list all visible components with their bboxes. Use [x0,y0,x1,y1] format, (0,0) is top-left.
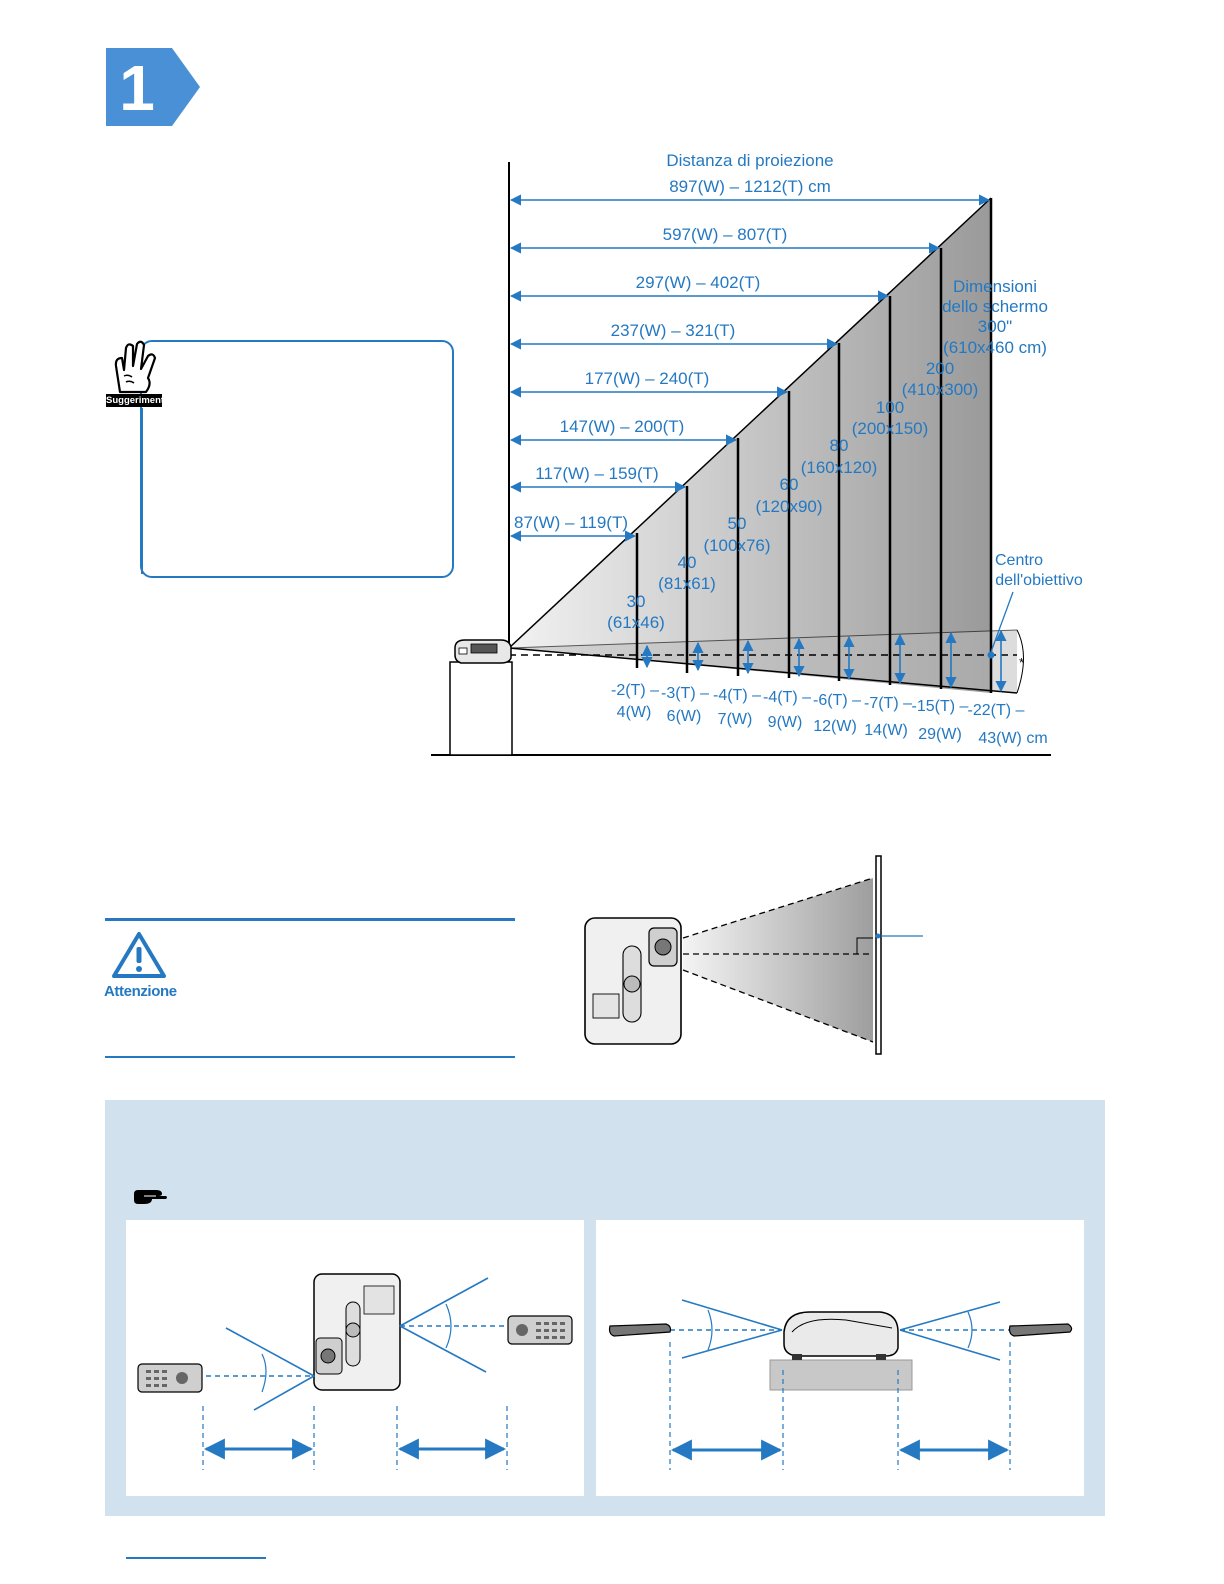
projector-table [449,661,513,756]
offset-label: -3(T) – [661,685,709,702]
projection-distance-diagram: Distanza di proiezione 897(W) – 1212(T) … [431,151,1083,756]
screen-size-inch: 30 [627,592,646,611]
remote-control-icon [1008,1323,1073,1337]
screen-size-title: (610x460 cm) [943,338,1047,357]
screen-size-inch: 100 [876,398,904,417]
distance-label: 597(W) – 807(T) [663,225,788,244]
distance-label: 177(W) – 240(T) [585,369,710,388]
offset-arrows [641,629,1007,693]
screen-size-title: dello schermo [942,297,1048,316]
offset-label: 12(W) [813,718,857,735]
footer-rule [126,1557,266,1559]
remote-side-view-diagram [608,1299,1073,1470]
distance-label: 147(W) – 200(T) [560,417,685,436]
projection-area [509,198,991,693]
distance-label: 237(W) – 321(T) [611,321,736,340]
offset-label: 4(W) [617,704,652,721]
projector-side-icon [783,1311,899,1360]
offset-label: 9(W) [768,714,803,731]
offset-label: -22(T) – [968,702,1025,719]
screen-size-dims: (120x90) [755,497,822,516]
screen-size-inch: 60 [780,475,799,494]
screen-size-dims: (410x300) [902,380,979,399]
offset-label: 14(W) [864,722,908,739]
caution-top-rule [105,918,515,921]
caution-bottom-rule [105,1056,515,1058]
offset-label: 43(W) cm [978,730,1047,747]
screen-size-inch: 80 [830,436,849,455]
screen-size-dims: (81x61) [658,574,716,593]
step-number: 1 [119,52,155,124]
projector-top-icon [584,917,682,1045]
screen-top-view [875,855,882,1055]
step-number-badge: 1 [106,48,200,126]
screen-size-title: Dimensioni [953,277,1037,296]
distance-arrows [509,194,991,542]
lens-center-label: dell'obiettivo [995,572,1083,589]
warning-triangle-icon [112,932,166,978]
remote-control-icon [507,1315,573,1345]
screen-size-inch: 50 [728,514,747,533]
top-view-projection-diagram [584,855,923,1055]
projector-side-icon [454,639,512,664]
thumbs-up-hand-icon [114,340,157,394]
screen-size-dims: (61x46) [607,613,665,632]
distance-label: 117(W) – 159(T) [535,464,658,483]
lens-center-label: Centro [995,552,1043,569]
projector-top-icon [313,1273,401,1391]
distance-label: 87(W) – 119(T) [514,513,628,532]
remote-control-icon [608,1323,672,1337]
distance-title: Distanza di proiezione [666,151,833,170]
screen-size-inch: 40 [678,553,697,572]
screen-size-dims: (160x120) [801,458,878,477]
screen-size-title: 300" [978,317,1012,336]
tip-label: Suggerimento [106,394,170,407]
tip-connector [141,408,143,574]
offset-label: -6(T) – [813,692,861,709]
tip-box [140,340,454,578]
screen-lines [635,198,993,693]
offset-label: 6(W) [667,708,702,725]
offset-label: 7(W) [718,711,753,728]
remote-top-view-diagram [137,1273,573,1470]
offset-label: -2(T) – [611,682,659,699]
distance-label: 297(W) – 402(T) [636,273,761,292]
asterisk-mark: * [1019,655,1024,670]
screen-size-dims: (200x150) [852,419,929,438]
offset-label: -4(T) – [713,687,761,704]
offset-label: 29(W) [918,726,962,743]
remote-control-icon [137,1363,203,1393]
distance-label: 897(W) – 1212(T) cm [669,177,831,196]
offset-label: -7(T) – [864,695,912,712]
screen-size-dims: (100x76) [703,536,770,555]
pointing-hand-icon [134,1190,167,1204]
offset-label: -15(T) – [912,698,969,715]
screen-size-inch: 200 [926,359,954,378]
caution-label: Attenzione [104,983,177,1000]
offset-label: -4(T) – [763,689,811,706]
projector-table [769,1359,913,1391]
